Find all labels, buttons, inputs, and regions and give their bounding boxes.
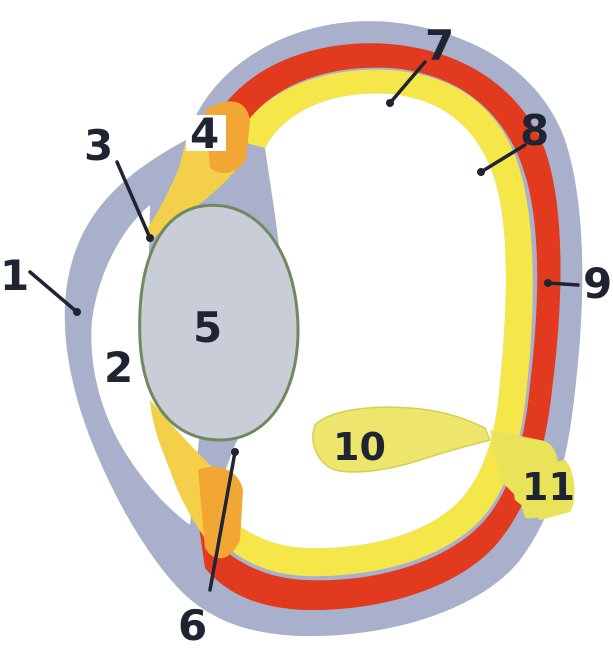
label-11: 11 [522,465,575,509]
label-2: 2 [104,343,133,392]
label-6: 6 [178,601,207,649]
label-8: 8 [520,106,549,155]
label-10: 10 [333,425,386,469]
iris-lower-orange [198,467,243,559]
leader-6-dot [231,448,239,456]
leader-1-dot [73,308,81,316]
label-9: 9 [583,259,612,308]
label-5: 5 [193,303,222,352]
leader-8-dot [477,168,485,176]
label-3: 3 [84,121,113,170]
label-1: 1 [0,251,29,300]
label-4: 4 [190,109,219,158]
leader-7-dot [386,99,394,107]
leader-9-dot [544,279,552,287]
leader-9 [548,283,578,285]
label-7: 7 [425,21,454,70]
leader-3-dot [146,234,154,242]
